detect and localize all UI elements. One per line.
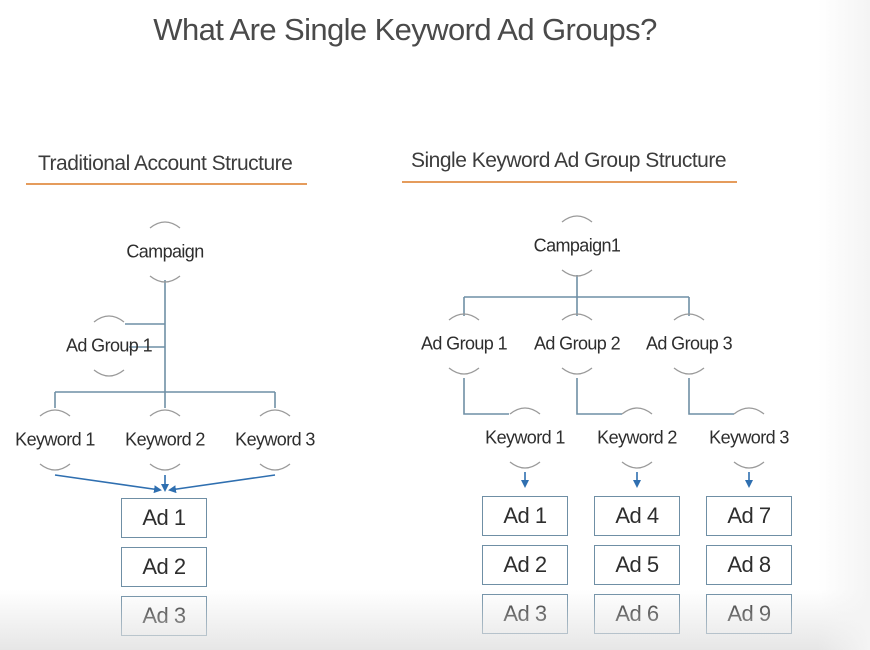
skag-adgroup-3-node: Ad Group 3 bbox=[645, 333, 733, 354]
skag-keyword1-top-arc bbox=[509, 407, 541, 415]
traditional-node-arcs bbox=[39, 221, 291, 471]
traditional-keyword-1-node: Keyword 1 bbox=[15, 429, 95, 450]
traditional-arrows bbox=[54, 474, 276, 494]
traditional-ad-2-box: Ad 2 bbox=[121, 547, 207, 587]
skag-keyword2-bottom-arc bbox=[621, 461, 653, 469]
adgroup1-keyword1-line bbox=[463, 378, 509, 415]
campaign1-top-arc bbox=[561, 215, 593, 223]
skag-heading: Single Keyword Ad Group Structure bbox=[411, 149, 727, 172]
keyword3-arrow bbox=[168, 474, 276, 494]
skag-keyword3-top-arc bbox=[733, 407, 765, 415]
skag-keyword-3-node: Keyword 3 bbox=[709, 427, 789, 448]
skag-adgroup3-bottom-arc bbox=[673, 367, 705, 375]
traditional-heading: Traditional Account Structure bbox=[38, 152, 293, 175]
skag-adgroup1-top-arc bbox=[448, 313, 480, 321]
adgroup-bottom-arc bbox=[93, 369, 125, 377]
skag-ad-5-box: Ad 5 bbox=[594, 545, 680, 585]
skag-adgroup2-top-arc bbox=[561, 313, 593, 321]
skag-arrows bbox=[521, 472, 753, 488]
traditional-heading-underline bbox=[26, 183, 307, 185]
traditional-campaign-node: Campaign bbox=[126, 241, 204, 262]
skag-ad-9-box: Ad 9 bbox=[706, 594, 792, 634]
keyword2-bottom-arc bbox=[149, 463, 181, 471]
skag-ad-3-box: Ad 3 bbox=[482, 594, 568, 634]
adgroup2-keyword2-line bbox=[576, 378, 622, 415]
skag-keyword2-top-arc bbox=[621, 407, 653, 415]
skag-ad-2-box: Ad 2 bbox=[482, 545, 568, 585]
skag-node-arcs bbox=[448, 215, 765, 469]
keyword1-top-arc bbox=[39, 409, 71, 417]
campaign-top-arc bbox=[149, 221, 181, 229]
skag-campaign-node: Campaign1 bbox=[533, 235, 621, 256]
skag-keyword1-bottom-arc bbox=[509, 461, 541, 469]
skag-ad-1-box: Ad 1 bbox=[482, 496, 568, 536]
traditional-adgroup-node: Ad Group 1 bbox=[65, 335, 153, 356]
skag-keyword-1-node: Keyword 1 bbox=[485, 427, 565, 448]
skag-adgroup2-bottom-arc bbox=[561, 367, 593, 375]
skag-keyword3-bottom-arc bbox=[733, 461, 765, 469]
traditional-ad-3-box: Ad 3 bbox=[121, 596, 207, 636]
traditional-connectors bbox=[54, 280, 276, 408]
skag-keyword-2-node: Keyword 2 bbox=[597, 427, 677, 448]
traditional-ad-1-box: Ad 1 bbox=[121, 498, 207, 538]
keyword1-arrow bbox=[54, 474, 162, 494]
skag-connectors bbox=[463, 275, 734, 415]
skag-adgroup3-top-arc bbox=[673, 313, 705, 321]
skag-ad-6-box: Ad 6 bbox=[594, 594, 680, 634]
adgroup-top-arc bbox=[93, 315, 125, 323]
skag-ad-4-box: Ad 4 bbox=[594, 496, 680, 536]
adgroup3-keyword3-line bbox=[688, 378, 734, 415]
slide-title: What Are Single Keyword Ad Groups? bbox=[153, 12, 657, 47]
skag-heading-underline bbox=[402, 181, 737, 183]
keyword3-top-arc bbox=[259, 409, 291, 417]
skag-ad-8-box: Ad 8 bbox=[706, 545, 792, 585]
keyword3-bottom-arc bbox=[259, 463, 291, 471]
skag-adgroup-1-node: Ad Group 1 bbox=[420, 333, 508, 354]
keyword1-bottom-arc bbox=[39, 463, 71, 471]
campaign-bottom-arc bbox=[149, 275, 181, 283]
skag-adgroup-2-node: Ad Group 2 bbox=[533, 333, 621, 354]
keyword2-top-arc bbox=[149, 409, 181, 417]
traditional-keyword-3-node: Keyword 3 bbox=[235, 429, 315, 450]
campaign1-bottom-arc bbox=[561, 269, 593, 277]
skag-ad-7-box: Ad 7 bbox=[706, 496, 792, 536]
traditional-keyword-2-node: Keyword 2 bbox=[125, 429, 205, 450]
skag-adgroup1-bottom-arc bbox=[448, 367, 480, 375]
